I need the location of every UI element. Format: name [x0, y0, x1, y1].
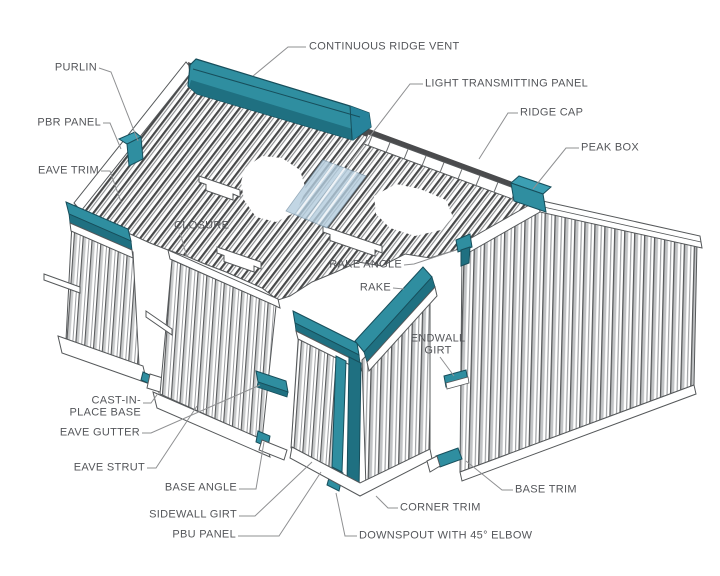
- left-sidewall-section: [43, 201, 167, 394]
- leader-closure: [179, 232, 188, 258]
- closure-strip: [167, 249, 281, 309]
- leader-cast-in-place-base: [143, 391, 160, 404]
- leader-eave-strut: [147, 405, 198, 469]
- rake-angle-shape: [455, 233, 473, 267]
- eave-trim-shape: [65, 201, 134, 259]
- roof-purlin: [216, 246, 262, 273]
- label-base-angle: BASE ANGLE: [164, 481, 237, 494]
- leader-base-trim: [465, 460, 513, 491]
- base-angle-shape: [255, 430, 288, 461]
- leader-continuous-ridge-vent: [252, 46, 306, 77]
- closure-wall-section: [145, 249, 289, 461]
- leader-eave-trim: [101, 170, 122, 203]
- label-rake: RAKE: [359, 281, 391, 294]
- endwall-section: [426, 175, 703, 482]
- corner-trim-shape: [346, 356, 362, 491]
- label-eave-gutter: EAVE GUTTER: [59, 426, 140, 439]
- leader-rake-angle: [403, 249, 457, 266]
- girt-rail: [145, 310, 173, 336]
- leader-corner-trim: [375, 495, 398, 509]
- label-ridge-cap: RIDGE CAP: [520, 106, 584, 119]
- leader-purlin: [98, 67, 139, 142]
- leader-pbu-panel: [238, 471, 322, 537]
- leader-light-transmitting-panel: [346, 83, 423, 167]
- rake-trim-right: [354, 266, 438, 373]
- label-corner-trim: CORNER TRIM: [400, 501, 481, 514]
- roof-purlin: [322, 225, 383, 257]
- light-transmitting-panel-shape: [285, 159, 367, 229]
- endwall-girt-shape: [443, 369, 470, 390]
- label-rake-angle: RAKE ANGLE: [329, 258, 402, 271]
- label-purlin: PURLIN: [54, 61, 97, 74]
- label-pbr-panel: PBR PANEL: [37, 116, 101, 129]
- leader-ridge-cap: [478, 112, 518, 160]
- label-light-transmitting-panel: LIGHT TRANSMITTING PANEL: [425, 77, 589, 90]
- roof-purlin: [198, 175, 241, 201]
- label-continuous-ridge-vent: CONTINUOUS RIDGE VENT: [309, 40, 460, 53]
- leader-lines: [98, 46, 579, 537]
- label-base-trim: BASE TRIM: [515, 483, 577, 496]
- leader-downspout: [335, 492, 357, 537]
- leader-sidewall-girt: [239, 461, 313, 517]
- label-peak-box: PEAK BOX: [581, 141, 640, 154]
- leader-base-angle: [239, 441, 265, 490]
- label-cast-in-place-base: CAST-IN- PLACE BASE: [69, 394, 141, 418]
- label-closure: CLOSURE: [174, 219, 230, 232]
- label-eave-strut: EAVE STRUT: [73, 461, 145, 474]
- roof-assembly: [73, 58, 542, 301]
- label-eave-trim: EAVE TRIM: [38, 164, 99, 177]
- label-downspout: DOWNSPOUT WITH 45° ELBOW: [359, 529, 533, 542]
- label-endwall-girt: ENDWALL GIRT: [410, 332, 466, 356]
- label-pbu-panel: PBU PANEL: [172, 528, 236, 541]
- corner-section: [289, 266, 438, 497]
- leader-rake: [392, 287, 405, 290]
- label-sidewall-girt: SIDEWALL GIRT: [149, 508, 237, 521]
- girt-rail: [43, 273, 81, 294]
- leader-endwall-girt: [439, 356, 455, 377]
- eave-gutter-shape: [255, 370, 289, 398]
- ridge-vent-shape: [187, 58, 372, 141]
- endwall-base-strip: [459, 384, 697, 482]
- leader-peak-box: [532, 147, 579, 190]
- peak-box-shape: [510, 175, 552, 213]
- base-channel: [152, 391, 271, 458]
- leader-pbr-panel: [103, 122, 122, 150]
- leader-eave-gutter: [142, 384, 261, 434]
- base-trim-shape: [426, 447, 463, 473]
